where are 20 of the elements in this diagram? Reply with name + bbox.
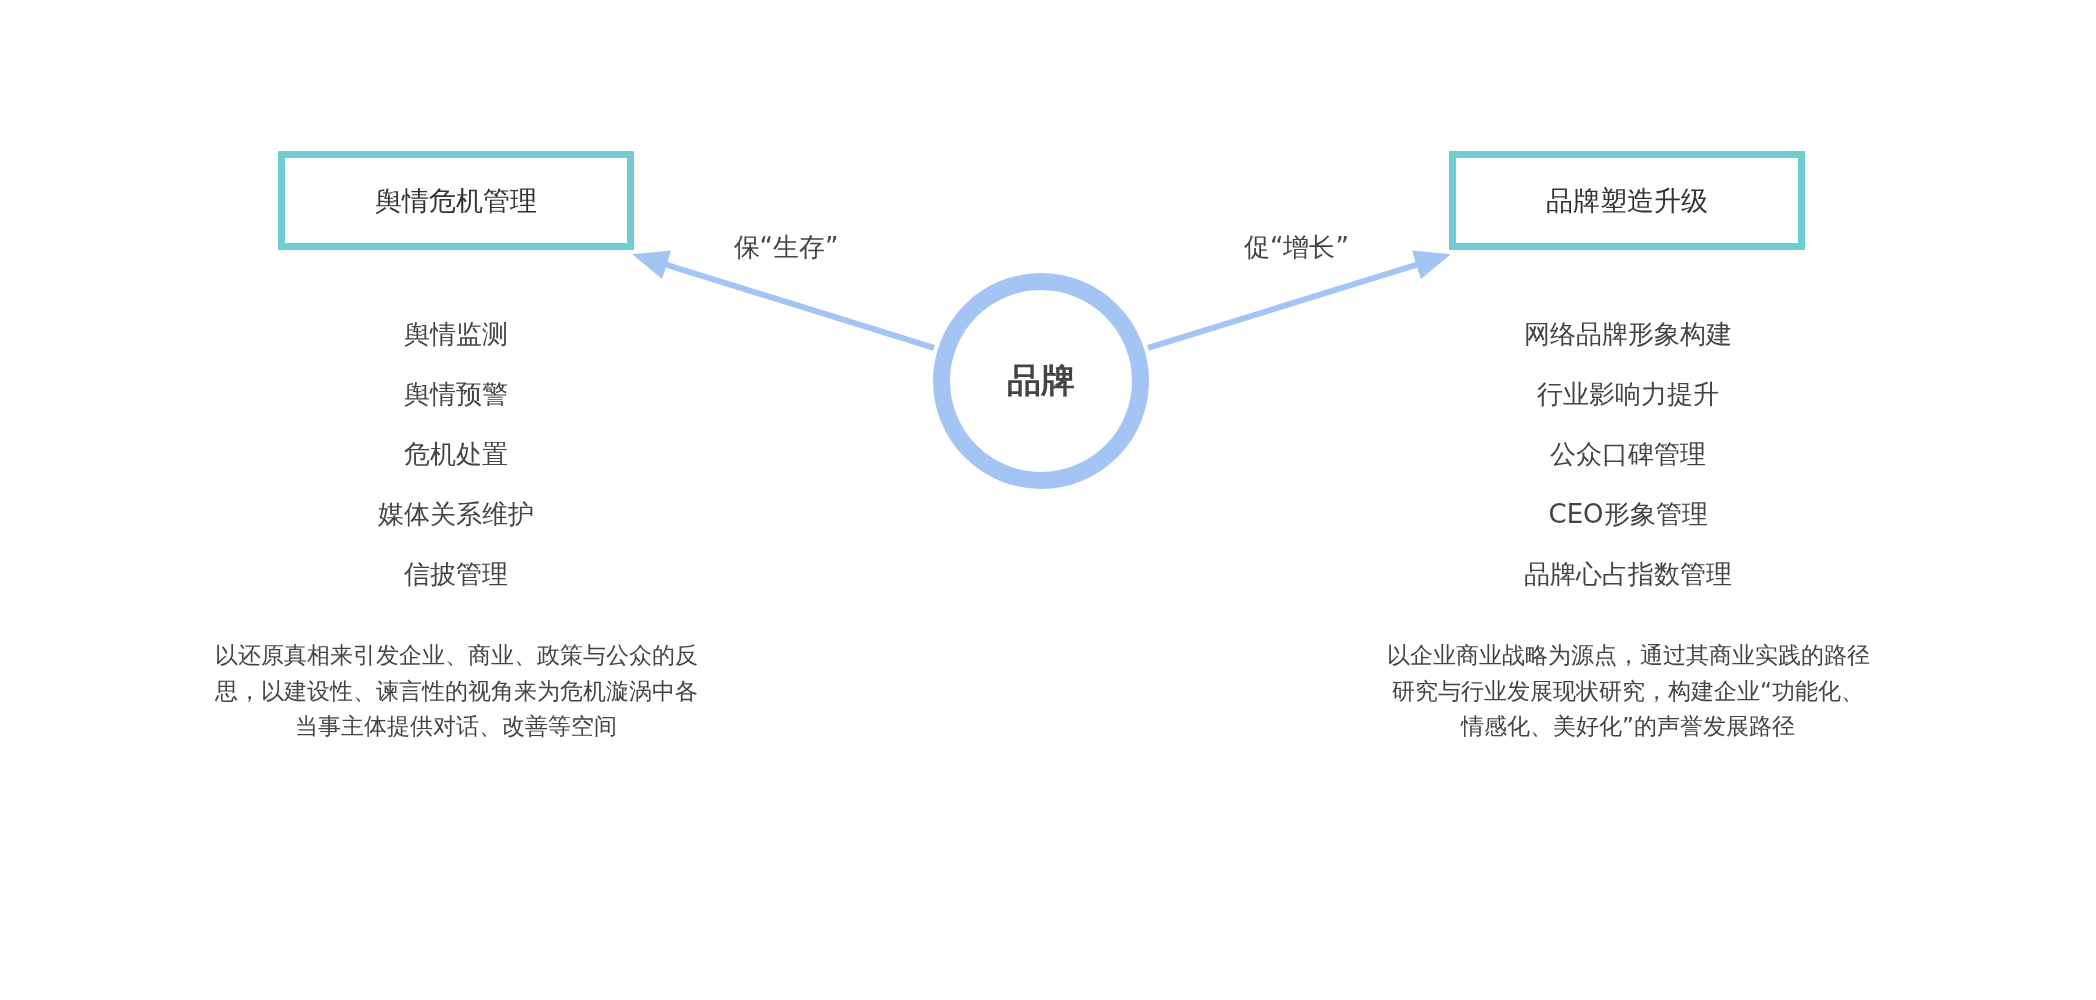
list-item: 媒体关系维护 [378,498,534,531]
description-text: 以还原真相来引发企业、商业、政策与公众的反思，以建设性、谏言性的视角来为危机漩涡中各当事主体提供对话、改善等空间 [213,641,699,742]
list-item: 网络品牌形象构建 [1524,318,1732,351]
arrow [1147,250,1451,351]
list-item: 危机处置 [404,438,508,471]
title-box [278,151,634,250]
center-label: 品牌 [1007,359,1075,402]
list-item: CEO形象管理 [1548,498,1708,531]
list-item: 品牌心占指数管理 [1524,558,1732,591]
list-item: 信披管理 [404,558,508,591]
list-item: 行业影响力提升 [1537,378,1719,411]
list-item: 公众口碑管理 [1550,438,1706,471]
description-text: 以企业商业战略为源点，通过其商业实践的路径研究与行业发展现状研究，构建企业“功能化、情感化、美好化”的声誉发展路径 [1385,641,1871,742]
arrow [632,250,935,351]
box-title: 舆情危机管理 [375,183,537,218]
center-circle [933,273,1149,489]
title-box [1449,151,1805,250]
list-item: 舆情预警 [404,378,508,411]
box-title: 品牌塑造升级 [1546,183,1708,218]
list-item: 舆情监测 [404,318,508,351]
